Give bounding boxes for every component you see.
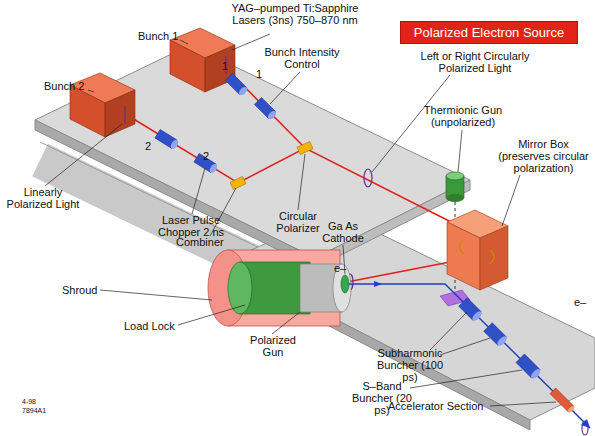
laser-cube-part bbox=[170, 40, 205, 92]
leader-line-part bbox=[440, 338, 490, 355]
buncher-cylinder-part bbox=[516, 354, 542, 380]
title-text: Polarized Electron Source bbox=[414, 25, 564, 40]
part-label: YAG–pumped Ti:Sapphire Lasers (3ns) 750–… bbox=[222, 2, 368, 26]
polarization-mark bbox=[125, 56, 588, 435]
laser-cube-part bbox=[70, 85, 105, 137]
polarized-gun-part bbox=[341, 275, 349, 293]
polarization-mark-part bbox=[364, 169, 372, 187]
laser-table-part bbox=[35, 45, 470, 258]
part-label: Circular Polarizer bbox=[266, 210, 330, 234]
optic-block-part bbox=[230, 176, 246, 189]
laser-table-part bbox=[35, 120, 315, 268]
leader-line-part bbox=[490, 402, 556, 406]
leader-line-part bbox=[100, 290, 212, 300]
laser-beam-part bbox=[347, 262, 450, 282]
buncher-cylinder-part-part bbox=[529, 367, 542, 380]
leader-line-part bbox=[272, 312, 300, 334]
polarized-gun bbox=[208, 250, 351, 326]
leader-line-part bbox=[502, 175, 520, 226]
thermionic-gun-part bbox=[446, 172, 464, 180]
part-label: Ga As Cathode bbox=[318, 220, 368, 244]
title-box: Polarized Electron Source bbox=[400, 21, 578, 44]
optics-cylinder-part-part bbox=[169, 138, 179, 150]
laser-table bbox=[35, 45, 470, 268]
electron-beamline-part bbox=[349, 284, 590, 428]
optics-cylinder-part bbox=[155, 129, 180, 150]
part-label: Subharmonic Buncher (100 ps) bbox=[372, 347, 448, 383]
laser-cube-part bbox=[105, 90, 135, 137]
leader-line-part bbox=[192, 168, 205, 214]
leader-line bbox=[45, 34, 556, 406]
mirror-box-part bbox=[447, 222, 480, 290]
part-label: Shroud bbox=[62, 284, 97, 296]
part-label: Bunch 2 bbox=[44, 80, 84, 92]
leader-line-part bbox=[45, 124, 122, 186]
callout-number: 2 bbox=[203, 150, 209, 162]
part-label: Laser Pulse Chopper 2 ns bbox=[145, 214, 237, 238]
leader-line-part bbox=[298, 154, 305, 210]
particle-label: e– bbox=[574, 296, 586, 308]
optic-block-part bbox=[297, 141, 313, 154]
leader-line-part bbox=[232, 34, 270, 50]
part-label: Bunch Intensity Control bbox=[258, 46, 346, 70]
part-label: Bunch 1 bbox=[138, 30, 178, 42]
part-label: Load Lock bbox=[124, 320, 175, 332]
laser-cube bbox=[170, 28, 235, 92]
leader-line-part bbox=[178, 305, 245, 325]
leader-line-part bbox=[410, 370, 522, 388]
optics-cylinder-part-part bbox=[266, 109, 277, 120]
part-label: Accelerator Section bbox=[388, 400, 483, 412]
callout-number: 1 bbox=[222, 60, 228, 72]
optics-cylinder-part-part bbox=[208, 162, 218, 174]
optics-cylinder bbox=[155, 73, 278, 174]
leader-line-part bbox=[458, 130, 462, 172]
callout-number: 1 bbox=[256, 68, 262, 80]
part-label: Combiner bbox=[176, 236, 224, 248]
figure-code: 4-98 bbox=[22, 398, 36, 406]
part-label: Thermionic Gun (unpolarized) bbox=[418, 104, 508, 128]
buncher-cylinder-part-part bbox=[471, 310, 484, 323]
buncher-cylinder-part-part bbox=[496, 335, 509, 348]
leader-line-part bbox=[88, 90, 94, 92]
part-label: Mirror Box (preserves circular polarizat… bbox=[492, 138, 595, 174]
leader-line-part bbox=[180, 40, 188, 44]
buncher-cylinder-part-part bbox=[567, 405, 575, 413]
figure-code: 7894A1 bbox=[22, 407, 46, 415]
mirror-box-part bbox=[459, 240, 494, 264]
leader-line-part bbox=[430, 312, 467, 350]
particle-label: e– bbox=[334, 262, 346, 274]
part-label: Linearly Polarized Light bbox=[6, 186, 80, 210]
electron-beamline bbox=[349, 281, 590, 428]
thermionic-gun-part bbox=[446, 194, 464, 202]
leader-line-part bbox=[270, 72, 300, 104]
buncher-cylinder bbox=[459, 298, 576, 414]
polarization-mark-part bbox=[124, 106, 125, 124]
optics-cylinder-part bbox=[225, 73, 248, 96]
part-label: Left or Right Circularly Polarized Light bbox=[400, 50, 550, 74]
optics-cylinder-part bbox=[254, 97, 277, 120]
buncher-cylinder-part bbox=[484, 323, 509, 348]
laser-beam-part bbox=[132, 118, 455, 224]
buncher-cylinder-part bbox=[459, 298, 484, 323]
callout-number: 2 bbox=[145, 140, 151, 152]
buncher-cylinder-part bbox=[550, 388, 575, 413]
optics-cylinder-part-part bbox=[237, 85, 248, 96]
electron-beamline-part bbox=[374, 281, 382, 287]
optic-block bbox=[230, 141, 313, 189]
part-label: Polarized Gun bbox=[244, 334, 302, 358]
mirror-box bbox=[447, 210, 508, 290]
electron-beamline-part bbox=[581, 419, 590, 428]
